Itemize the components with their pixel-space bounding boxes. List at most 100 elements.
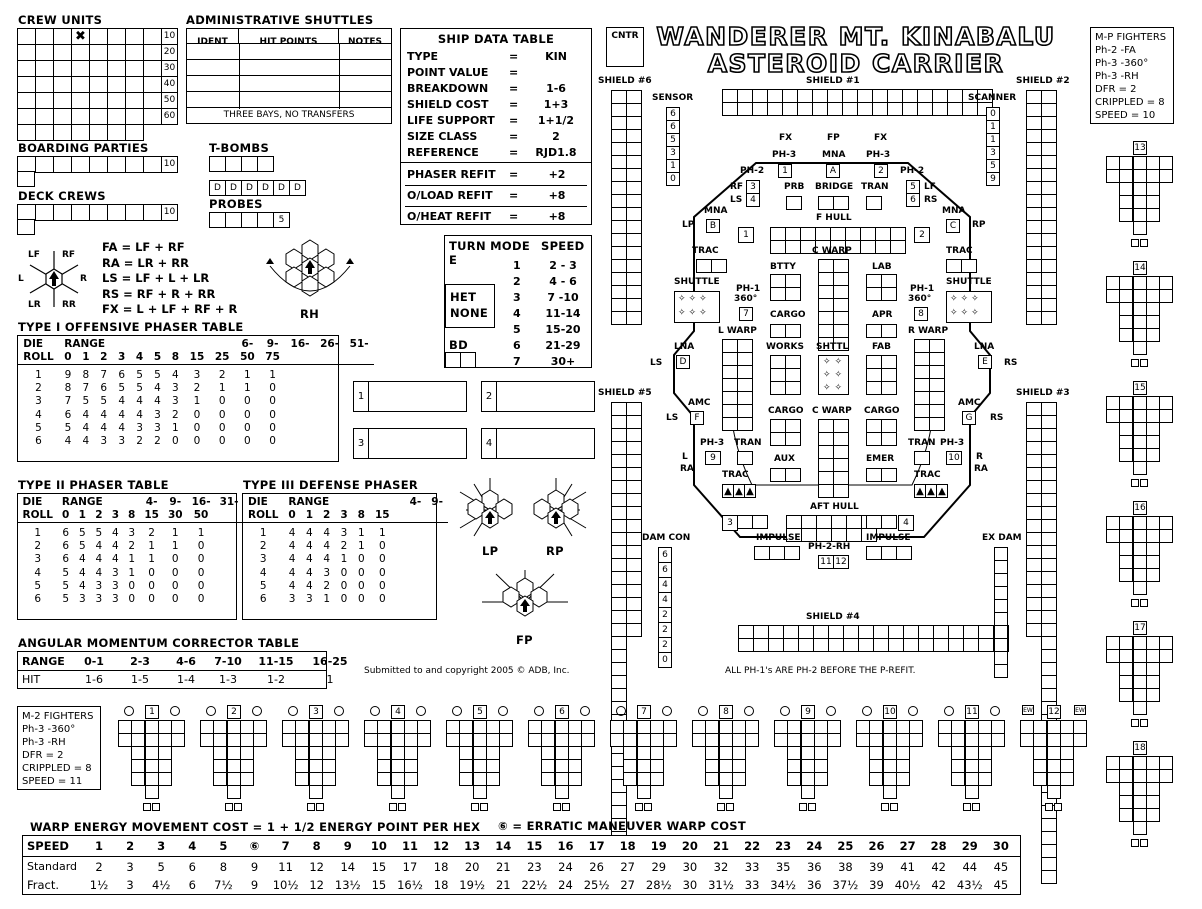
fighter-damage-box[interactable] <box>1146 516 1160 530</box>
crew-unit-box[interactable] <box>35 28 54 45</box>
fighter-damage-box[interactable] <box>158 733 172 747</box>
shield3-box[interactable] <box>1041 480 1057 494</box>
works-box[interactable] <box>785 368 801 382</box>
fighter-damage-box[interactable] <box>1106 756 1120 770</box>
fighter-damage-box[interactable] <box>801 785 815 799</box>
tractor-box-1[interactable]: 1 <box>353 381 467 412</box>
battery-box[interactable] <box>770 274 786 288</box>
crew-unit-box[interactable] <box>53 92 72 109</box>
shield5-box[interactable] <box>611 610 627 624</box>
fighter-damage-box[interactable] <box>1133 756 1147 770</box>
fighter-drone-box[interactable] <box>1140 839 1148 847</box>
fighter-damage-box[interactable] <box>1119 769 1133 783</box>
shield5-box[interactable] <box>626 610 642 624</box>
crew-unit-box[interactable] <box>143 60 162 77</box>
fighter-damage-box[interactable] <box>1020 733 1034 747</box>
fighter-damage-box[interactable] <box>213 772 227 786</box>
fighter-damage-box[interactable] <box>705 733 719 747</box>
cargo-box[interactable] <box>770 432 786 446</box>
fighter-drone-box[interactable] <box>152 803 160 811</box>
crew-unit-box[interactable] <box>53 108 72 125</box>
shield3-box[interactable] <box>1041 558 1057 572</box>
shield5-box[interactable] <box>611 493 627 507</box>
fighter-damage-box[interactable] <box>473 733 487 747</box>
fighter-damage-box[interactable] <box>692 733 706 747</box>
fighter-damage-box[interactable] <box>322 772 336 786</box>
shield2-box[interactable] <box>1026 168 1042 182</box>
fighter-damage-box[interactable] <box>391 759 405 773</box>
fighter-damage-box[interactable] <box>637 759 651 773</box>
shield5-box[interactable] <box>626 428 642 442</box>
damcon-box[interactable]: 2 <box>658 607 672 623</box>
r-warp-box[interactable] <box>929 352 945 366</box>
fighter-drone-box[interactable] <box>225 803 233 811</box>
battery-box[interactable] <box>785 274 801 288</box>
fighter-damage-box[interactable] <box>1119 542 1133 556</box>
weapon-7[interactable]: 7 <box>739 307 753 321</box>
fighter-damage-box[interactable] <box>1133 169 1147 183</box>
fighter-drone-box[interactable] <box>808 803 816 811</box>
shield4-box[interactable] <box>888 625 904 639</box>
fighter-damage-box[interactable] <box>1159 636 1173 650</box>
fighter-damage-box[interactable] <box>1119 208 1133 222</box>
shield6-box[interactable] <box>611 220 627 234</box>
shield1-box[interactable] <box>872 102 888 116</box>
shield4-box[interactable] <box>888 638 904 652</box>
f-hull-box[interactable] <box>890 227 906 241</box>
transporter-box[interactable] <box>737 451 753 465</box>
fighter-damage-box[interactable] <box>118 733 132 747</box>
fighter-damage-box[interactable] <box>883 759 897 773</box>
shield6-box[interactable] <box>626 116 642 130</box>
crew-unit-box[interactable] <box>89 44 108 61</box>
shield2-box[interactable] <box>1026 103 1042 117</box>
r-warp-box[interactable] <box>929 339 945 353</box>
r-warp-box[interactable] <box>914 352 930 366</box>
shield4-box[interactable] <box>753 638 769 652</box>
fighter-damage-box[interactable] <box>1119 276 1133 290</box>
c-warp-box[interactable] <box>818 311 834 325</box>
fighter-damage-box[interactable] <box>1133 156 1147 170</box>
c-warp-box[interactable] <box>833 337 849 351</box>
fighter-weapon-circle[interactable] <box>744 706 754 716</box>
shield5-box[interactable] <box>611 428 627 442</box>
fighter-damage-box[interactable] <box>1119 795 1133 809</box>
fighter-damage-box[interactable] <box>404 733 418 747</box>
shield1-box[interactable] <box>947 102 963 116</box>
fighter-damage-box[interactable] <box>610 733 624 747</box>
bd-box-2[interactable] <box>460 352 476 368</box>
shield6-box[interactable] <box>626 285 642 299</box>
r-warp-box[interactable] <box>914 365 930 379</box>
shield6-box[interactable] <box>626 194 642 208</box>
deck-crew-box[interactable] <box>53 204 72 221</box>
lab-box[interactable] <box>866 274 882 288</box>
shield6-box[interactable] <box>611 272 627 286</box>
fighter-damage-box[interactable] <box>158 772 172 786</box>
mna-a[interactable]: A <box>826 164 840 178</box>
shield6-box[interactable] <box>611 142 627 156</box>
fighter-damage-box[interactable] <box>1133 542 1147 556</box>
fighter-damage-box[interactable] <box>1133 649 1147 663</box>
impulse-box[interactable] <box>866 546 882 560</box>
shield6-box[interactable] <box>626 233 642 247</box>
tractor-low-box[interactable]: ▲ <box>925 484 937 498</box>
fighter-damage-box[interactable] <box>896 733 910 747</box>
fighter-damage-box[interactable] <box>145 785 159 799</box>
fighter-damage-box[interactable] <box>499 733 513 747</box>
fighter-damage-box[interactable] <box>1060 772 1074 786</box>
fighter-damage-box[interactable] <box>541 772 555 786</box>
fighter-damage-box[interactable] <box>1119 808 1133 822</box>
fighter-weapon-circle[interactable] <box>206 706 216 716</box>
fab-box[interactable] <box>866 381 882 395</box>
fighter-damage-box[interactable] <box>1133 435 1147 449</box>
fighter-damage-box[interactable] <box>827 733 841 747</box>
fighter-damage-box[interactable] <box>719 733 733 747</box>
shield5-box[interactable] <box>626 597 642 611</box>
fighter-damage-box[interactable] <box>158 759 172 773</box>
l-warp-box[interactable] <box>722 352 738 366</box>
fighter-drone-box[interactable] <box>398 803 406 811</box>
fighter-damage-box[interactable] <box>978 733 992 747</box>
shield3-box[interactable] <box>1041 818 1057 832</box>
weapon-5[interactable]: 5 <box>906 180 920 194</box>
shield2-box[interactable] <box>1041 272 1057 286</box>
aft-hull-box[interactable] <box>816 515 832 529</box>
